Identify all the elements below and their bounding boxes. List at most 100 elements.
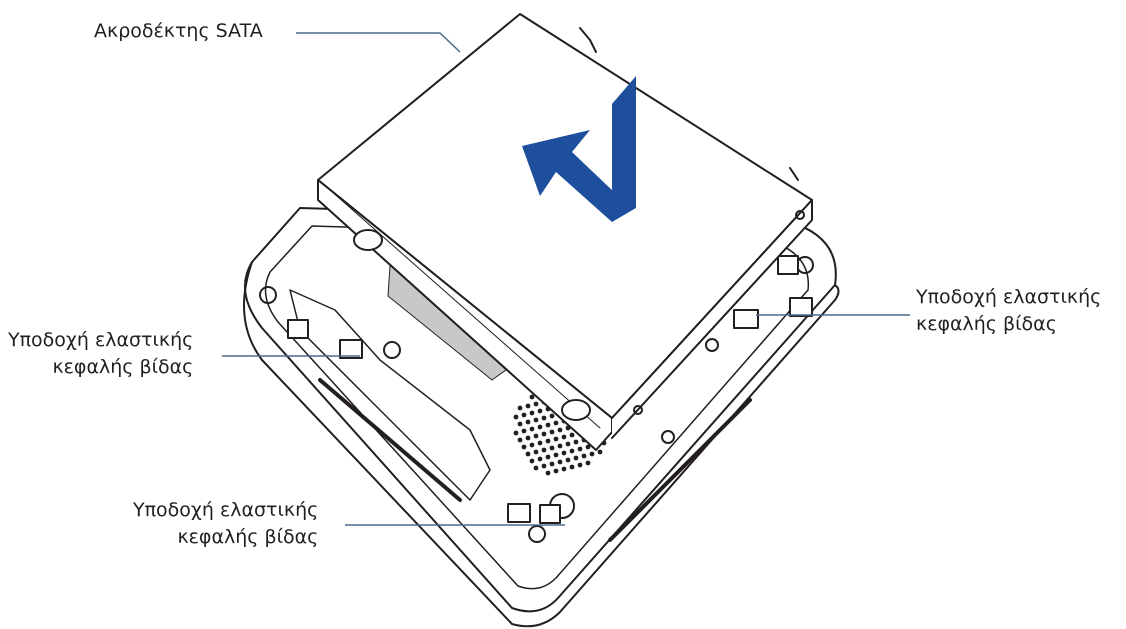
grille-hole (525, 403, 531, 409)
grille-hole (549, 429, 555, 435)
grille-hole (525, 451, 531, 457)
arrow-vertical-bar (612, 76, 636, 222)
grille-hole (565, 457, 571, 463)
grille-hole (597, 449, 603, 455)
grille-hole (561, 434, 567, 440)
grille-hole (541, 463, 547, 469)
grille-hole (557, 427, 563, 433)
bay-tab (507, 503, 531, 523)
grille-hole (553, 436, 559, 442)
grille-hole (529, 442, 535, 448)
grille-hole (521, 428, 527, 434)
hdd-front-face (611, 199, 813, 439)
grille-hole (533, 449, 539, 455)
grille-hole (545, 422, 551, 428)
grille-hole (585, 460, 591, 466)
bay-tab (789, 297, 813, 317)
bay-tab (287, 319, 309, 339)
grille-hole (585, 444, 591, 450)
grille-hole (589, 451, 595, 457)
hdd-connector-tab (579, 27, 597, 53)
grille-hole (525, 435, 531, 441)
arrow-head (522, 130, 614, 222)
grille-hole (569, 448, 575, 454)
grille-hole (541, 415, 547, 421)
grille-hole (529, 410, 535, 416)
grille-hole (577, 446, 583, 452)
grille-hole (533, 417, 539, 423)
grille-hole (529, 426, 535, 432)
grille-hole (533, 401, 539, 407)
corner-hole (528, 525, 546, 543)
corner-hole (383, 341, 401, 359)
grille-hole (537, 440, 543, 446)
grille-hole (529, 458, 535, 464)
chassis-front-edge (243, 261, 840, 628)
grille-hole (533, 433, 539, 439)
grille-hole (573, 439, 579, 445)
grille-hole (537, 424, 543, 430)
grille-hole (553, 452, 559, 458)
callout-line-sata (296, 32, 461, 53)
grille-hole (569, 432, 575, 438)
grille-hole (537, 408, 543, 414)
callout-label-left-screw-socket: Υποδοχή ελαστικής κεφαλής βίδας (8, 327, 193, 381)
hdd-connector-tab (789, 167, 799, 181)
bay-tab (539, 504, 561, 524)
bay-slot (318, 378, 462, 502)
grille-hole (557, 459, 563, 465)
grille-hole (549, 445, 555, 451)
grille-hole (561, 466, 567, 472)
grille-hole (513, 430, 519, 436)
grille-hole (517, 421, 523, 427)
callout-text: κεφαλής βίδας (916, 313, 1057, 335)
callout-label-sata-connector: Ακροδέκτης SATA (94, 18, 263, 45)
callout-text: Υποδοχή ελαστικής (8, 329, 194, 351)
hdd-screw-hole (633, 405, 643, 415)
grille-hole (521, 412, 527, 418)
grille-hole (521, 444, 527, 450)
hdd-side-face (317, 179, 613, 451)
grille-hole (553, 420, 559, 426)
hdd-screw-hole (795, 210, 805, 220)
callout-label-right-screw-socket: Υποδοχή ελαστικής κεφαλής βίδας (916, 284, 1101, 338)
grille-hole (545, 454, 551, 460)
grille-hole (541, 431, 547, 437)
grille-hole (557, 443, 563, 449)
corner-hole (705, 338, 719, 352)
corner-hole (661, 430, 675, 444)
bay-tab (339, 339, 363, 359)
grille-hole (565, 441, 571, 447)
grille-hole (549, 413, 555, 419)
corner-hole (259, 286, 277, 304)
grille-hole (577, 462, 583, 468)
grille-hole (573, 455, 579, 461)
insert-direction-arrow-icon (522, 76, 636, 222)
bay-slot-right (608, 398, 752, 542)
grille-hole (529, 394, 535, 400)
callout-text: Υποδοχή ελαστικής (916, 286, 1102, 308)
grille-hole (537, 456, 543, 462)
grille-hole (517, 437, 523, 443)
grille-hole (533, 465, 539, 471)
grille-hole (545, 470, 551, 476)
callout-text: κεφαλής βίδας (177, 526, 319, 548)
grille-hole (513, 414, 519, 420)
bay-tab (777, 255, 799, 275)
hdd-edge-line (329, 189, 601, 429)
grille-hole (569, 464, 575, 470)
rubber-screw-head (353, 229, 383, 251)
grille-hole (541, 447, 547, 453)
grille-hole (545, 438, 551, 444)
grille-hole (561, 450, 567, 456)
rubber-screw-head (561, 399, 591, 421)
callout-text: Υποδοχή ελαστικής (133, 499, 319, 521)
grille-hole (525, 419, 531, 425)
callout-text: κεφαλής βίδας (52, 356, 194, 378)
callout-label-bottom-screw-socket: Υποδοχή ελαστικής κεφαλής βίδας (133, 497, 318, 551)
callout-text: Ακροδέκτης SATA (94, 20, 263, 42)
grille-hole (549, 461, 555, 467)
bay-tab (733, 309, 759, 329)
